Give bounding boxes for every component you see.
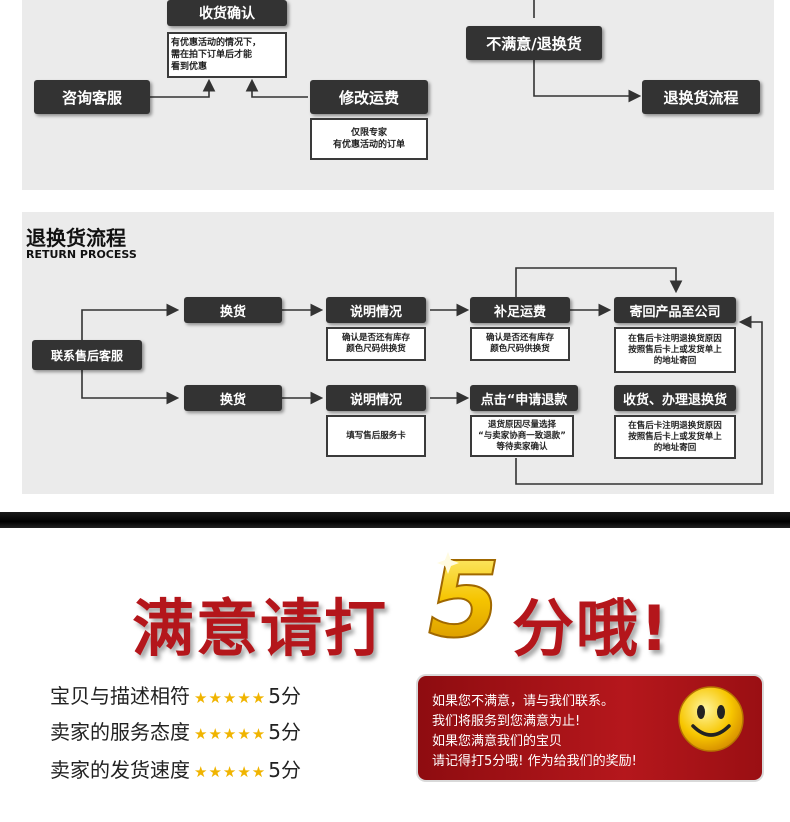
note-line: 填写售后服务卡 [346,431,406,442]
note-line: 的地址寄回 [628,356,722,367]
row1-add-shipping-box: 补足运费 [470,297,570,323]
row2-exchange-box: 换货 [184,385,282,411]
note-line: 等待卖家确认 [478,442,566,453]
note-line: 看到优惠 [171,61,261,73]
row1-add-shipping-note: 确认是否还有库存 颜色尺码供换货 [470,327,570,361]
note-line: “与卖家协商一致退款” [478,431,566,442]
rating-row: 卖家的发货速度★★★★★5分 [50,754,301,783]
note-line: 颜色尺码供换货 [342,344,410,355]
row1-exchange-box: 换货 [184,297,282,323]
contact-aftersales-box: 联系售后客服 [32,340,142,370]
note-line: 按照售后卡上或发货单上 [628,432,722,443]
headline-number: 5 [428,546,500,646]
rating-label: 宝贝与描述相符 [50,684,190,708]
unsatisfied-return-box: 不满意/退换货 [466,26,602,60]
note-line: 在售后卡注明退换货原因 [628,334,722,345]
star-icon: ★★★★★ [194,725,266,743]
headline-left: 满意请打 [132,578,388,668]
note-line: 需在拍下订单后才能 [171,49,261,61]
confirm-receipt-box: 收货确认 [167,0,287,26]
note-line: 在售后卡注明退换货原因 [628,421,722,432]
return-process-subtitle: RETURN PROCESS [26,248,137,261]
smiley-icon [676,684,746,754]
row1-explain-note: 确认是否还有库存 颜色尺码供换货 [326,327,426,361]
note-line: 的地址寄回 [628,443,722,454]
note-line: 颜色尺码供换货 [486,344,554,355]
rating-score: 5分 [268,720,301,744]
section-divider-band [0,512,790,528]
headline-right: 分哦! [512,578,670,668]
row2-apply-refund-box: 点击“申请退款 [470,385,578,411]
return-process-box: 退换货流程 [642,80,760,114]
row2-explain-box: 说明情况 [326,385,426,411]
message-line: 如果您不满意，请与我们联系。 [432,690,614,709]
rating-score: 5分 [268,684,301,708]
row1-send-back-note: 在售后卡注明退换货原因 按照售后卡上或发货单上 的地址寄回 [614,327,736,373]
note-line: 有优惠活动的订单 [333,139,405,151]
row1-explain-box: 说明情况 [326,297,426,323]
consult-service-box: 咨询客服 [34,80,150,114]
row2-receive-process-note: 在售后卡注明退换货原因 按照售后卡上或发货单上 的地址寄回 [614,415,736,459]
note-line: 有优惠活动的情况下， [171,37,261,49]
message-line: 我们将服务到您满意为止! [432,710,580,729]
star-icon: ★★★★★ [194,689,266,707]
rating-label: 卖家的服务态度 [50,720,190,744]
row1-send-back-box: 寄回产品至公司 [614,297,736,323]
return-process-title: 退换货流程 [26,222,126,251]
row2-explain-note: 填写售后服务卡 [326,415,426,457]
note-line: 仅限专家 [333,127,405,139]
star-icon: ★★★★★ [194,763,266,781]
row2-receive-process-box: 收货、办理退换货 [614,385,736,411]
note-line: 确认是否还有库存 [486,333,554,344]
rating-score: 5分 [268,758,301,782]
note-line: 按照售后卡上或发货单上 [628,345,722,356]
note-line: 确认是否还有库存 [342,333,410,344]
row2-apply-refund-note: 退货原因尽量选择 “与卖家协商一致退款” 等待卖家确认 [470,415,574,457]
note-line: 退货原因尽量选择 [478,420,566,431]
message-line: 请记得打5分哦! 作为给我们的奖励! [432,750,637,769]
rating-row: 卖家的服务态度★★★★★5分 [50,716,301,745]
modify-shipping-note: 仅限专家 有优惠活动的订单 [310,118,428,160]
rating-row: 宝贝与描述相符★★★★★5分 [50,680,301,709]
five-star-graphic: 5 [424,546,512,646]
confirm-receipt-note: 有优惠活动的情况下， 需在拍下订单后才能 看到优惠 [167,32,287,78]
rating-label: 卖家的发货速度 [50,758,190,782]
message-line: 如果您满意我们的宝贝 [432,730,562,749]
modify-shipping-box: 修改运费 [310,80,428,114]
